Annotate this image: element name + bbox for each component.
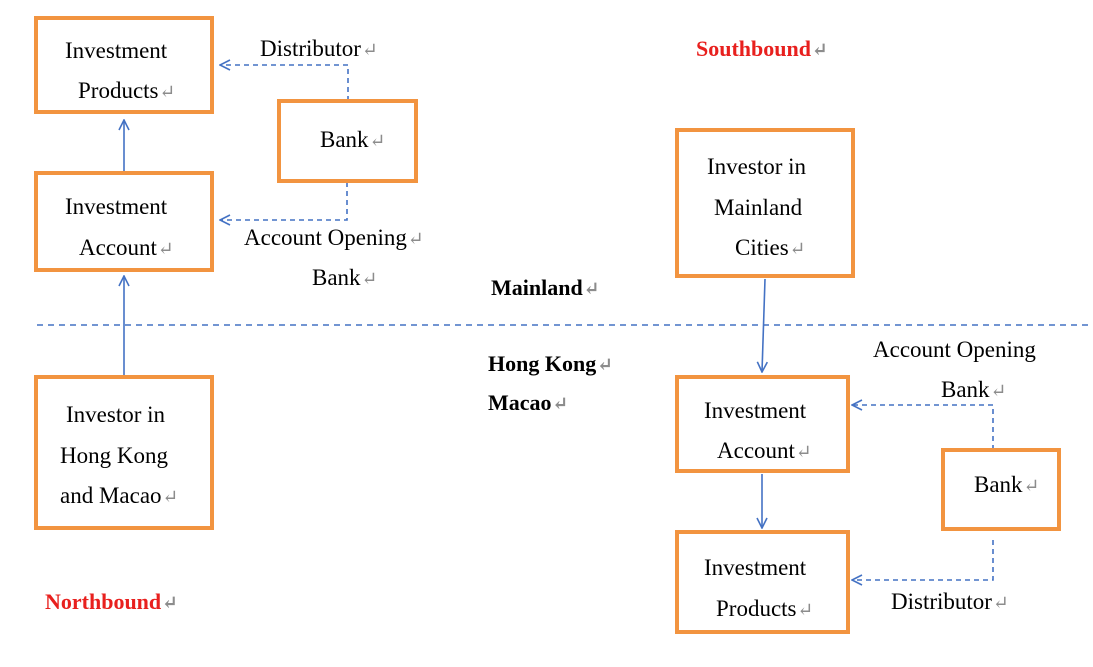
box-line: Bank↵: [320, 127, 386, 152]
northbound-account-opening-label: Account Opening↵: [244, 225, 424, 250]
return-mark: ↵: [992, 593, 1009, 614]
return-mark: ↵: [162, 487, 179, 508]
return-mark: ↵: [795, 442, 812, 463]
hong-kong-label: Hong Kong↵: [488, 351, 614, 376]
box-line: Cities↵: [735, 235, 806, 260]
return-mark: ↵: [162, 593, 179, 614]
box-line: Account↵: [717, 438, 812, 463]
southbound-bank-box: Bank↵: [941, 448, 1061, 531]
box-line: Hong Kong: [60, 443, 168, 468]
return-mark: ↵: [157, 239, 174, 260]
dashed-distributor-south: [852, 540, 994, 580]
northbound-account-opening-label-line2: Bank↵: [312, 265, 378, 290]
dashed-account-opening-south: [852, 405, 994, 450]
southbound-investment-products-box: Investment Products↵: [675, 530, 850, 634]
northbound-distributor-label: Distributor↵: [260, 36, 378, 61]
return-mark: ↵: [797, 600, 814, 621]
southbound-investor-box: Investor in Mainland Cities↵: [675, 128, 855, 278]
dashed-distributor-north: [220, 65, 349, 101]
northbound-bank-box: Bank↵: [277, 99, 418, 183]
return-mark: ↵: [361, 269, 378, 290]
box-line: Bank↵: [974, 472, 1040, 497]
return-mark: ↵: [361, 40, 378, 61]
mainland-label: Mainland↵: [491, 275, 600, 300]
box-line: Mainland: [714, 195, 803, 220]
box-line: Account↵: [79, 235, 174, 260]
southbound-distributor-label: Distributor↵: [891, 589, 1009, 614]
box-line: Investor in: [707, 154, 807, 179]
box-line: Investment: [65, 38, 168, 63]
box-line: Investment: [704, 555, 807, 580]
box-line: Investment: [704, 398, 807, 423]
box-line: Products↵: [716, 596, 814, 621]
return-mark: ↵: [552, 394, 569, 415]
return-mark: ↵: [990, 381, 1007, 402]
southbound-account-opening-label-line2: Bank↵: [941, 377, 1007, 402]
return-mark: ↵: [407, 229, 424, 250]
box-line: Products↵: [78, 78, 176, 103]
southbound-account-opening-label: Account Opening: [873, 337, 1036, 362]
box-line: and Macao↵: [60, 483, 179, 508]
northbound-investor-box: Investor in Hong Kong and Macao↵: [34, 375, 214, 530]
arrow-investor-to-account-south: [762, 278, 765, 372]
dashed-account-opening-north: [220, 182, 348, 220]
macao-label: Macao↵: [488, 390, 569, 415]
box-line: Investment: [65, 194, 168, 219]
return-mark: ↵: [789, 239, 806, 260]
return-mark: ↵: [583, 279, 600, 300]
southbound-title: Southbound↵: [696, 36, 828, 61]
northbound-investment-account-box: Investment Account↵: [34, 171, 214, 272]
box-line: Investor in: [66, 402, 166, 427]
return-mark: ↵: [597, 355, 614, 376]
return-mark: ↵: [159, 82, 176, 103]
southbound-investment-account-box: Investment Account↵: [675, 375, 850, 473]
return-mark: ↵: [811, 40, 828, 61]
return-mark: ↵: [369, 131, 386, 152]
return-mark: ↵: [1023, 476, 1040, 497]
northbound-investment-products-box: Investment Products↵: [34, 16, 214, 114]
northbound-title: Northbound↵: [45, 589, 179, 614]
